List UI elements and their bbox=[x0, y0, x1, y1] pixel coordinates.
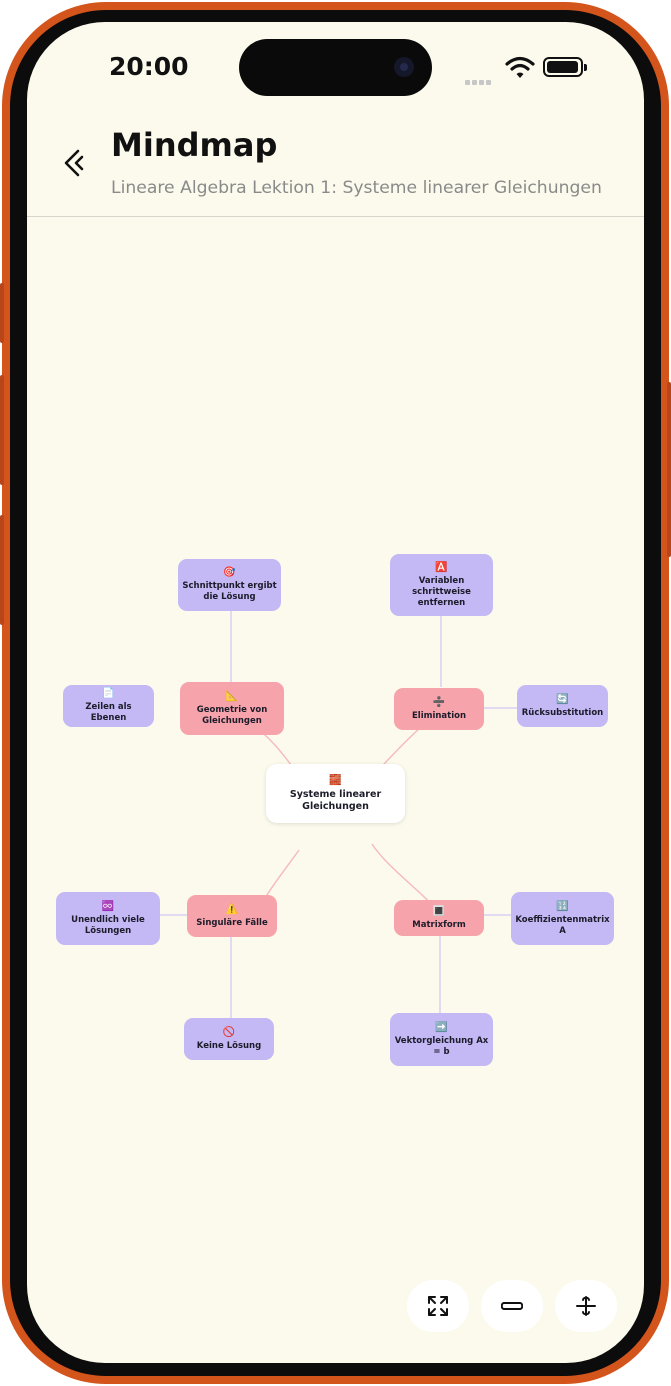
page-subtitle: Lineare Algebra Lektion 1: Systeme linea… bbox=[111, 178, 602, 198]
node-label: Koeffizientenmatrix A bbox=[515, 914, 610, 936]
node-label: Singuläre Fälle bbox=[196, 917, 268, 928]
header-divider bbox=[27, 216, 644, 217]
node-label: Matrixform bbox=[412, 919, 466, 930]
mindmap-leaf-node[interactable]: ♾️ Unendlich viele Lösungen bbox=[56, 892, 160, 945]
warning-icon: ⚠️ bbox=[225, 903, 239, 915]
cellular-signal-icon bbox=[465, 72, 493, 90]
volume-up-button bbox=[0, 375, 4, 485]
triangle-ruler-icon: 📐 bbox=[225, 690, 239, 702]
page-title: Mindmap bbox=[111, 126, 278, 164]
mindmap-leaf-node[interactable]: 🔄 Rücksubstitution bbox=[517, 685, 608, 727]
node-label: Zeilen als Ebenen bbox=[85, 702, 132, 723]
action-button bbox=[0, 283, 4, 343]
node-label: Vektorgleichung Ax = b bbox=[394, 1035, 489, 1057]
collapse-button[interactable] bbox=[481, 1280, 543, 1332]
wifi-icon bbox=[505, 56, 535, 78]
battery-icon bbox=[543, 57, 587, 77]
node-label: Schnittpunkt ergibt die Lösung bbox=[182, 581, 277, 602]
fit-view-button[interactable] bbox=[407, 1280, 469, 1332]
page-icon: 📄 bbox=[102, 688, 115, 699]
mindmap-branch-node[interactable]: ➗ Elimination bbox=[394, 688, 484, 730]
node-label: Systeme linearer Gleichungen bbox=[289, 788, 382, 812]
back-chevron-icon[interactable] bbox=[61, 148, 87, 178]
expand-icon bbox=[576, 1296, 596, 1316]
mindmap-leaf-node[interactable]: 📄 Zeilen als Ebenen bbox=[63, 685, 154, 727]
mindmap-leaf-node[interactable]: 🅰️ Variablen schrittweise entfernen bbox=[390, 554, 493, 616]
node-label: Variablen schrittweise entfernen bbox=[412, 575, 471, 608]
infinity-icon: ♾️ bbox=[101, 900, 115, 912]
mindmap-branch-node[interactable]: 🔳 Matrixform bbox=[394, 900, 484, 936]
node-label: Keine Lösung bbox=[196, 1040, 262, 1051]
camera-icon bbox=[394, 57, 414, 77]
dynamic-island bbox=[239, 39, 432, 96]
node-label: Rücksubstitution bbox=[521, 707, 604, 718]
node-label: Elimination bbox=[411, 710, 467, 721]
mindmap-leaf-node[interactable]: ➡️ Vektorgleichung Ax = b bbox=[390, 1013, 493, 1066]
power-button bbox=[667, 382, 671, 557]
collapse-icon bbox=[501, 1302, 523, 1310]
numbers-icon: 🔢 bbox=[556, 900, 569, 912]
mindmap-canvas[interactable]: 🧱 Systeme linearer Gleichungen 📐 Geometr… bbox=[27, 217, 644, 1363]
divide-icon: ➗ bbox=[432, 696, 446, 708]
wall-icon: 🧱 bbox=[329, 774, 342, 786]
volume-down-button bbox=[0, 515, 4, 625]
mindmap-branch-node[interactable]: 📐 Geometrie von Gleichungen bbox=[180, 682, 284, 735]
matrix-square-icon: 🔳 bbox=[432, 905, 446, 917]
mindmap-leaf-node[interactable]: 🔢 Koeffizientenmatrix A bbox=[511, 892, 614, 945]
target-icon: 🎯 bbox=[223, 567, 236, 578]
mindmap-links bbox=[160, 607, 517, 1018]
letter-a-icon: 🅰️ bbox=[435, 561, 448, 573]
refresh-icon: 🔄 bbox=[556, 693, 569, 705]
mindmap-leaf-node[interactable]: 🎯 Schnittpunkt ergibt die Lösung bbox=[178, 559, 281, 611]
prohibited-icon: 🚫 bbox=[222, 1026, 236, 1038]
expand-arrows-icon bbox=[428, 1296, 448, 1316]
node-label: Unendlich viele Lösungen bbox=[71, 914, 145, 936]
app-screen: 20:00 Mindmap Lineare Algebra Lektion 1:… bbox=[27, 22, 644, 1363]
mindmap-leaf-node[interactable]: 🚫 Keine Lösung bbox=[184, 1018, 274, 1060]
mindmap-branch-node[interactable]: ⚠️ Singuläre Fälle bbox=[187, 895, 277, 937]
status-time: 20:00 bbox=[109, 52, 189, 81]
mindmap-root-node[interactable]: 🧱 Systeme linearer Gleichungen bbox=[266, 764, 405, 823]
node-label: Geometrie von Gleichungen bbox=[196, 704, 268, 726]
expand-button[interactable] bbox=[555, 1280, 617, 1332]
arrow-right-icon: ➡️ bbox=[435, 1021, 448, 1033]
